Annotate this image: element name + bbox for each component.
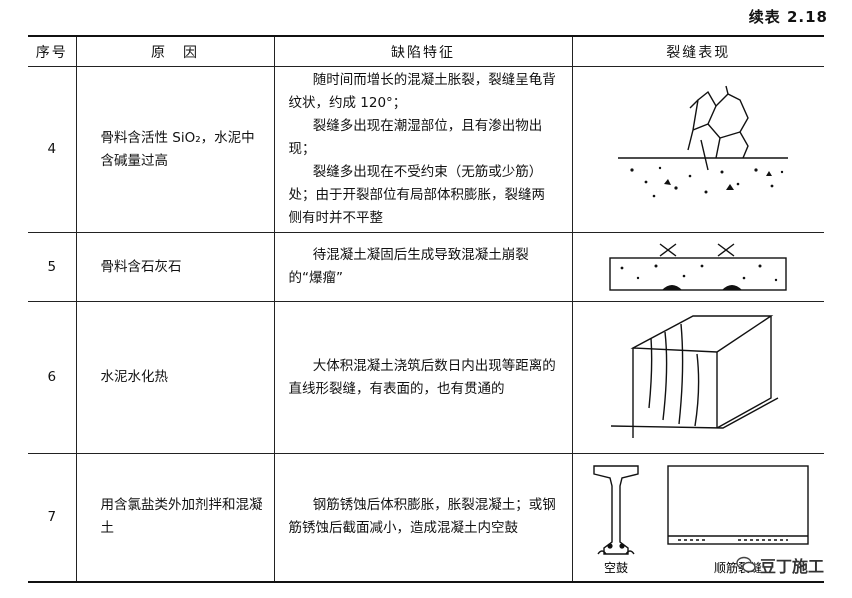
row-number: 6 — [28, 301, 77, 454]
table-header-row: 序号 原 因 缺陷特征 裂缝表现 — [28, 35, 824, 67]
table-row: 7 用含氯盐类外加剂拌和混凝土 钢筋锈蚀后体积膨胀，胀裂混凝土；或钢筋锈蚀后截面… — [28, 453, 824, 583]
alkali-crack-figure — [618, 85, 789, 197]
watermark: 豆丁施工 — [736, 553, 824, 577]
header-no: 序号 — [28, 35, 77, 67]
table-caption: 续表 2.18 — [748, 8, 828, 26]
row-cause: 骨料含石灰石 — [75, 232, 275, 302]
row-defect: 大体积混凝土浇筑后数日内出现等距离的直线形裂缝，有表面的，也有贯通的 — [273, 301, 573, 454]
row-defect: 随时间而增长的混凝土胀裂，裂缝呈龟背纹状，约成 120°； 裂缝多出现在潮湿部位… — [273, 66, 573, 233]
defect-line: 裂缝多出现在不受约束（无筋或少筋）处；由于开裂部位有局部体积膨胀，裂缝两侧有时并… — [288, 164, 546, 226]
row-defect: 待混凝土凝固后生成导致混凝土崩裂的“爆瘤” — [273, 232, 573, 302]
row-cause: 用含氯盐类外加剂拌和混凝土 — [75, 453, 275, 583]
header-defect: 缺陷特征 — [273, 35, 573, 67]
header-cause: 原 因 — [75, 35, 275, 67]
row-defect: 钢筋锈蚀后体积膨胀，胀裂混凝土；或钢筋锈蚀后截面减小，造成混凝土内空鼓 — [273, 453, 573, 583]
row-figure — [571, 66, 824, 233]
mass-concrete-crack-figure — [611, 314, 779, 438]
chat-bubble-icon — [736, 556, 756, 573]
row-cause: 水泥水化热 — [75, 301, 275, 454]
table-row: 4 骨料含活性 SiO₂，水泥中含碱量过高 随时间而增长的混凝土胀裂，裂缝呈龟背… — [28, 66, 824, 233]
defect-line: 待混凝土凝固后生成导致混凝土崩裂的“爆瘤” — [288, 247, 529, 286]
defect-line: 裂缝多出现在潮湿部位，且有渗出物出现； — [288, 118, 543, 157]
figure-label-hollow: 空鼓 — [604, 561, 628, 575]
defect-line: 随时间而增长的混凝土胀裂，裂缝呈龟背纹状，约成 120°； — [288, 72, 556, 111]
watermark-text: 豆丁施工 — [759, 557, 824, 576]
popout-figure — [609, 243, 787, 291]
defect-table: 序号 原 因 缺陷特征 裂缝表现 4 骨料含活性 SiO₂，水泥中含碱量过高 随… — [28, 35, 824, 583]
row-number: 4 — [28, 66, 77, 233]
table-row: 5 骨料含石灰石 待混凝土凝固后生成导致混凝土崩裂的“爆瘤” — [28, 232, 824, 302]
row-number: 7 — [28, 453, 77, 583]
row-number: 5 — [28, 232, 77, 302]
defect-line: 钢筋锈蚀后体积膨胀，胀裂混凝土；或钢筋锈蚀后截面减小，造成混凝土内空鼓 — [288, 497, 556, 537]
header-appearance: 裂缝表现 — [571, 35, 824, 67]
row-figure — [571, 232, 824, 302]
row-figure: 空鼓 顺筋裂缝 — [571, 453, 824, 583]
table-row: 6 水泥水化热 大体积混凝土浇筑后数日内出现等距离的直线形裂缝，有表面的，也有贯… — [28, 301, 824, 454]
defect-line: 大体积混凝土浇筑后数日内出现等距离的直线形裂缝，有表面的，也有贯通的 — [288, 357, 556, 397]
row-cause: 骨料含活性 SiO₂，水泥中含碱量过高 — [75, 66, 275, 233]
row-figure — [571, 301, 824, 454]
